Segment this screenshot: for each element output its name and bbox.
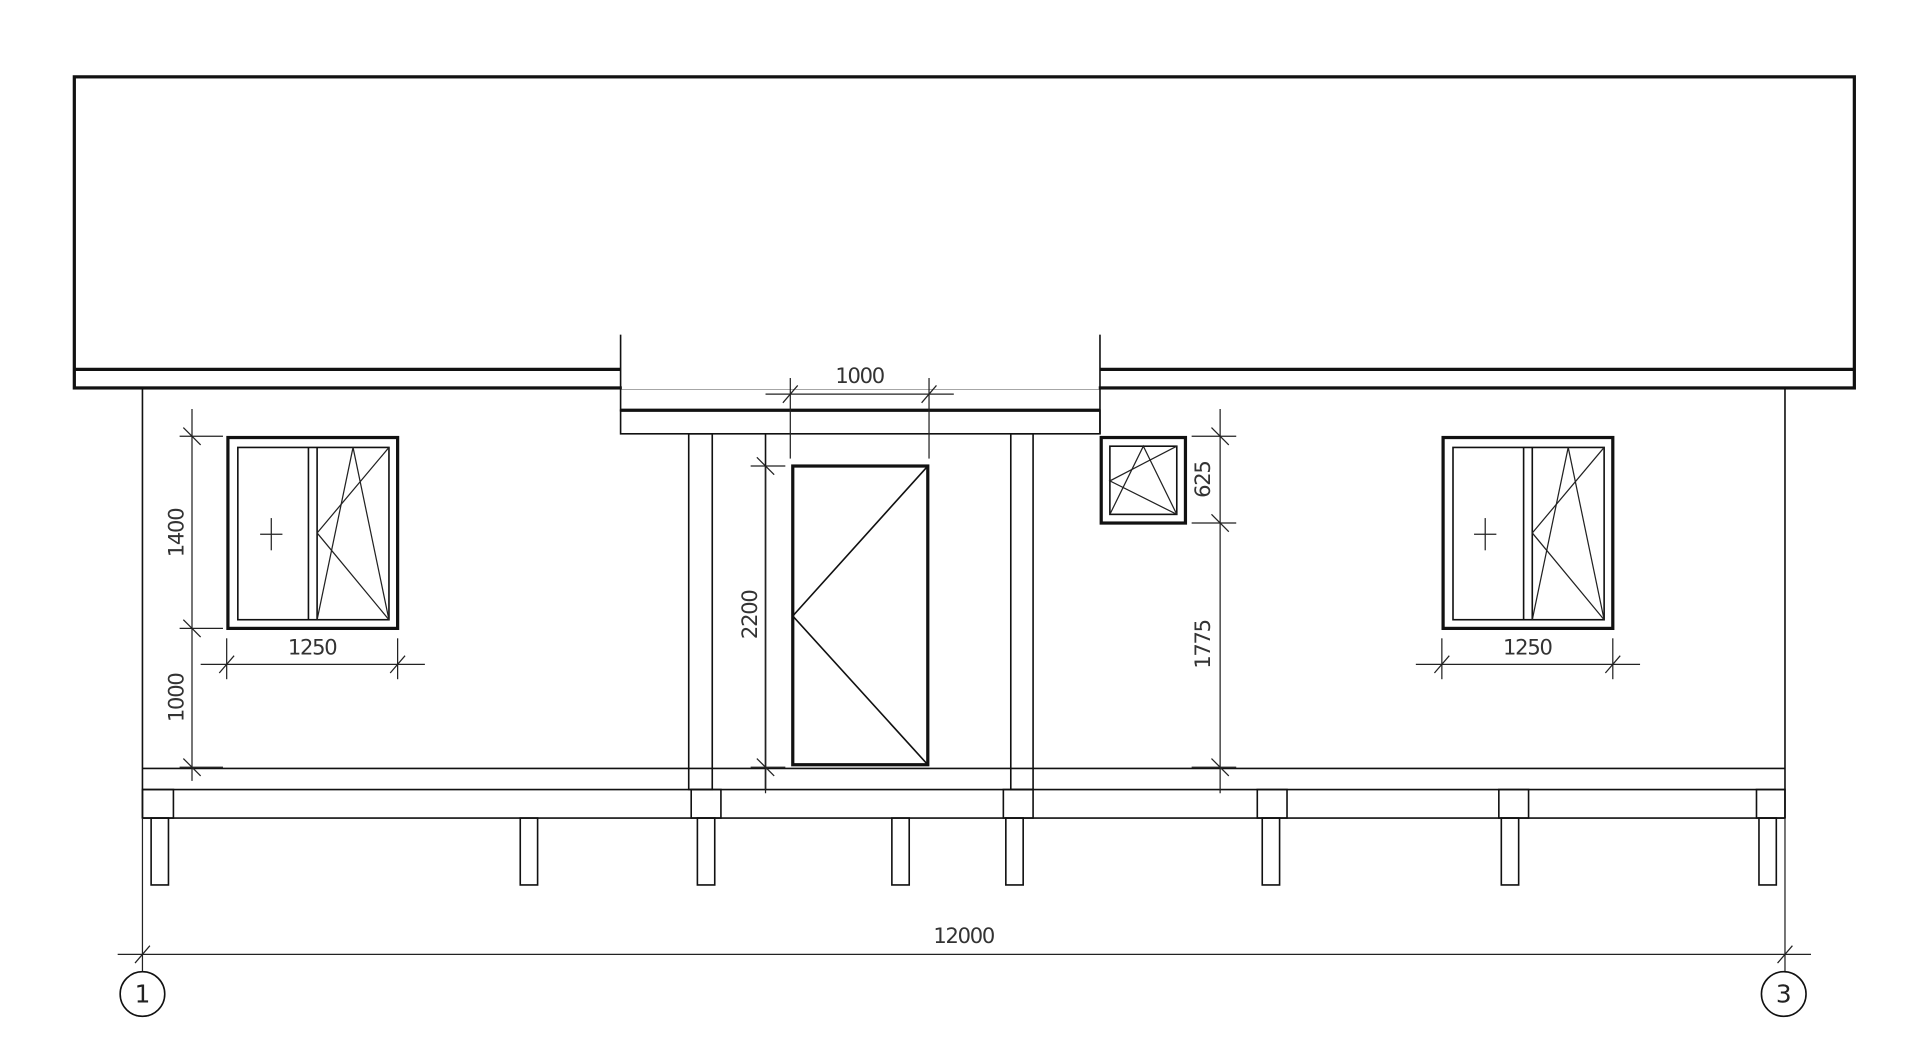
dimension-lines bbox=[117, 378, 1811, 972]
left-window bbox=[226, 435, 400, 631]
dim-left-window-width: 1250 bbox=[288, 634, 337, 659]
svg-text:1: 1 bbox=[135, 980, 151, 1009]
roof bbox=[72, 75, 1856, 434]
right-window bbox=[1441, 435, 1615, 631]
dim-small-window-height: 625 bbox=[1190, 461, 1215, 497]
piles bbox=[141, 788, 1786, 886]
dim-small-window-sill: 1775 bbox=[1190, 620, 1215, 669]
dim-left-window-height: 1400 bbox=[163, 509, 188, 558]
porch-canopy bbox=[619, 408, 1101, 435]
dim-right-window-width: 1250 bbox=[1503, 634, 1552, 659]
dim-total-width: 12000 bbox=[933, 923, 994, 948]
dim-left-window-sill: 1000 bbox=[163, 673, 188, 722]
axis-marker-1: 1 bbox=[119, 970, 166, 1018]
axis-marker-3: 3 bbox=[1760, 970, 1807, 1018]
dim-porch-width: 1000 bbox=[835, 363, 884, 388]
small-window bbox=[1099, 435, 1188, 525]
dim-door-height: 2200 bbox=[737, 590, 762, 639]
svg-text:3: 3 bbox=[1776, 980, 1792, 1009]
door bbox=[791, 464, 930, 767]
